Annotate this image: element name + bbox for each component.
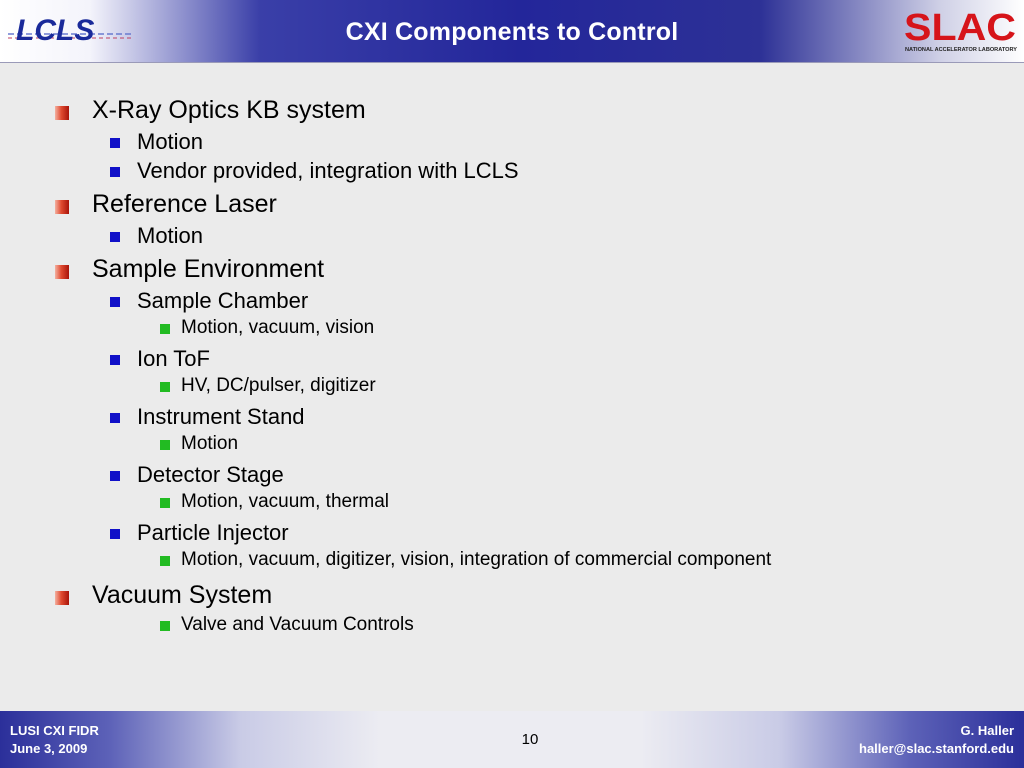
bullet-text: Reference Laser xyxy=(92,190,277,218)
lcls-logo: LCLS xyxy=(8,14,134,47)
bullet-text: HV, DC/pulser, digitizer xyxy=(181,375,376,396)
bullet-text: Instrument Stand xyxy=(137,404,305,429)
header-divider xyxy=(0,62,1024,63)
bullet-marker-icon xyxy=(110,529,120,539)
footer-event: LUSI CXI FIDR xyxy=(10,723,99,738)
footer-bar: LUSI CXI FIDR June 3, 2009 10 G. Haller … xyxy=(0,711,1024,768)
svg-text:SLAC: SLAC xyxy=(904,7,1016,49)
bullet-text: Motion, vacuum, thermal xyxy=(181,491,390,512)
bullet-text: Sample Chamber xyxy=(137,288,309,313)
bullet-text: Ion ToF xyxy=(137,346,210,371)
bullet-text: Motion xyxy=(181,433,239,454)
bullet-marker-icon xyxy=(110,297,120,307)
bullet-marker-icon xyxy=(160,621,170,631)
bullet-text: Motion xyxy=(137,223,204,248)
bullet-marker-icon xyxy=(55,106,69,120)
bullet-marker-icon xyxy=(160,440,170,450)
bullet-text: Vendor provided, integration with LCLS xyxy=(137,158,519,183)
bullet-marker-icon xyxy=(110,138,120,148)
bullet-text: Particle Injector xyxy=(137,520,289,545)
svg-text:NATIONAL ACCELERATOR LABORATOR: NATIONAL ACCELERATOR LABORATORY xyxy=(905,47,1018,53)
bullet-marker-icon xyxy=(160,498,170,508)
bullet-marker-icon xyxy=(110,413,120,423)
bullet-marker-icon xyxy=(110,355,120,365)
svg-text:LCLS: LCLS xyxy=(16,14,94,47)
bullet-text: Motion, vacuum, vision xyxy=(181,317,375,338)
bullet-marker-icon xyxy=(160,324,170,334)
bullet-marker-icon xyxy=(110,232,120,242)
slide-title: CXI Components to Control xyxy=(345,18,679,46)
bullet-text: Motion, vacuum, digitizer, vision, integ… xyxy=(181,549,772,570)
bullet-marker-icon xyxy=(110,471,120,481)
bullet-marker-icon xyxy=(55,265,69,279)
footer-email: haller@slac.stanford.edu xyxy=(859,741,1014,756)
footer-right: G. Haller haller@slac.stanford.edu xyxy=(859,722,1014,758)
page-number: 10 xyxy=(521,731,539,748)
slac-logo: SLAC NATIONAL ACCELERATOR LABORATORY xyxy=(904,7,1018,53)
bullet-marker-icon xyxy=(55,591,69,605)
bullet-text: Detector Stage xyxy=(137,462,284,487)
bullet-text: Vacuum System xyxy=(92,581,273,609)
bullet-marker-icon xyxy=(55,200,69,214)
bullet-text: X-Ray Optics KB system xyxy=(92,96,366,124)
bullet-marker-icon xyxy=(160,556,170,566)
footer-author: G. Haller xyxy=(960,723,1014,738)
bullet-text: Motion xyxy=(137,129,204,154)
footer-date: June 3, 2009 xyxy=(10,741,88,756)
footer-left: LUSI CXI FIDR June 3, 2009 xyxy=(10,722,99,758)
bullet-marker-icon xyxy=(160,382,170,392)
bullet-marker-icon xyxy=(110,167,120,177)
bullet-text: Sample Environment xyxy=(92,255,325,283)
bullet-text: Valve and Vacuum Controls xyxy=(181,614,414,635)
header-bar: LCLS CXI Components to Control SLAC NATI… xyxy=(0,0,1024,62)
